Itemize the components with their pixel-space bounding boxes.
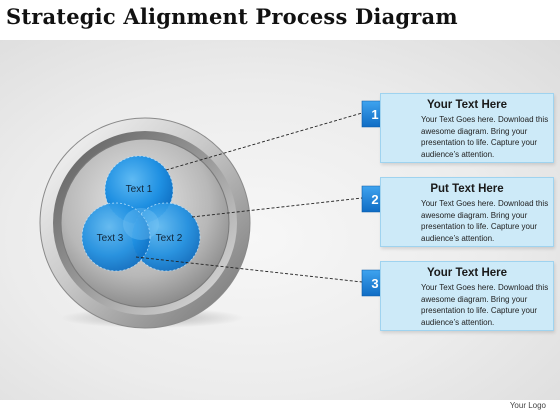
step-number-1: 1 — [371, 107, 378, 122]
venn-label-3: Text 3 — [97, 233, 124, 244]
logo-placeholder: Your Logo — [509, 401, 546, 410]
step-card-2: Put Text Here Your Text Goes here. Downl… — [380, 177, 554, 247]
venn-overlap-highlight — [123, 208, 159, 240]
venn-circle-2 — [131, 202, 201, 272]
venn-diagram: Text 1 Text 2 Text 3 — [81, 155, 201, 272]
step-card-body: Your Text Goes here. Download this aweso… — [421, 283, 549, 327]
venn-circle-3 — [81, 202, 151, 272]
connector-line-2 — [191, 197, 363, 218]
step-card-body: Your Text Goes here. Download this aweso… — [421, 199, 549, 243]
connector-line-1 — [165, 112, 363, 171]
step-card-heading: Your Text Here — [426, 267, 508, 279]
venn-label-2: Text 2 — [156, 233, 183, 244]
connector-line-3 — [135, 256, 363, 283]
step-number-3: 3 — [371, 276, 378, 291]
step-card-1: Your Text Here Your Text Goes here. Down… — [380, 93, 554, 163]
venn-label-1: Text 1 — [126, 184, 153, 195]
step-card-heading: Your Text Here — [426, 99, 508, 111]
page-title: Strategic Alignment Process Diagram — [6, 4, 458, 29]
step-card-body: Your Text Goes here. Download this aweso… — [421, 115, 549, 159]
step-card-3: Your Text Here Your Text Goes here. Down… — [380, 261, 554, 331]
step-number-2: 2 — [371, 192, 378, 207]
step-card-heading: Put Text Here — [430, 183, 504, 195]
